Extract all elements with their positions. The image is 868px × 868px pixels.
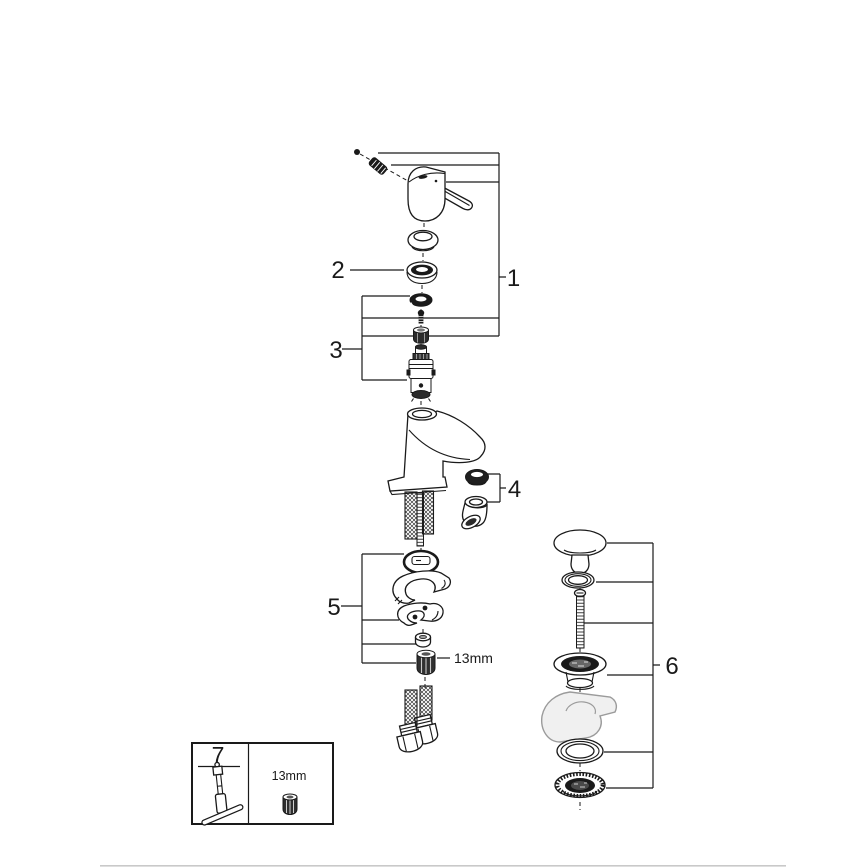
cartridge-oring-drawing <box>409 293 433 310</box>
legend-box <box>191 742 334 825</box>
callout-label-3: 3 <box>329 337 342 364</box>
cartridge-drawing <box>406 344 436 402</box>
callout-label-6: 6 <box>665 653 678 680</box>
aerator-drawing <box>461 495 488 530</box>
supply-hose-left-drawing <box>396 689 424 753</box>
callout-lines-group-5 <box>341 553 416 664</box>
mounting-plate-upper-drawing <box>392 570 452 605</box>
socket-tool-drawing <box>201 761 244 826</box>
sink-cross-section-drawing <box>541 691 618 743</box>
cartridge-screw-drawing <box>417 309 425 324</box>
callout-lines-group-6 <box>584 542 660 789</box>
callout-label-1: 1 <box>507 265 520 292</box>
drain-screw-rod-drawing <box>573 588 587 649</box>
callout-label-5: 5 <box>327 594 340 621</box>
callout-lines-group-4 <box>484 473 506 503</box>
set-screw-drawing <box>368 157 388 175</box>
footer-rule <box>100 865 786 867</box>
drain-flange-lower-drawing <box>554 771 606 799</box>
callout-lines-group-3 <box>342 295 410 381</box>
callout-lines-group-1 <box>362 152 506 337</box>
faucet-supply-hoses-upper <box>404 490 435 547</box>
base-gasket-drawing <box>402 549 440 575</box>
wrench-size-label: 13mm <box>454 650 493 666</box>
mounting-nut-13mm-drawing <box>416 649 436 676</box>
mounting-plate-lower-drawing <box>396 602 444 627</box>
mounting-washer-drawing <box>414 632 432 648</box>
drain-flange-upper-drawing <box>553 652 607 690</box>
callout-label-2: 2 <box>331 257 344 284</box>
aerator-seal-ring-drawing <box>465 469 489 486</box>
legend-wrench-size-label: 13mm <box>272 769 307 783</box>
handle-screw-drawing <box>354 149 360 155</box>
lever-handle-drawing <box>407 166 474 222</box>
drain-plug-cap-drawing <box>553 529 607 575</box>
drain-ring-large-drawing <box>556 738 604 764</box>
drain-seal-ring-drawing <box>561 571 595 589</box>
cartridge-nut-drawing <box>413 326 429 344</box>
faucet-body-drawing <box>387 407 486 496</box>
escutcheon-ring-drawing <box>406 261 438 285</box>
callout-label-4: 4 <box>508 476 521 503</box>
callout-label-7: 7 <box>212 742 225 768</box>
handle-cap-ring-drawing <box>407 229 439 252</box>
legend-nut-drawing <box>282 793 298 816</box>
